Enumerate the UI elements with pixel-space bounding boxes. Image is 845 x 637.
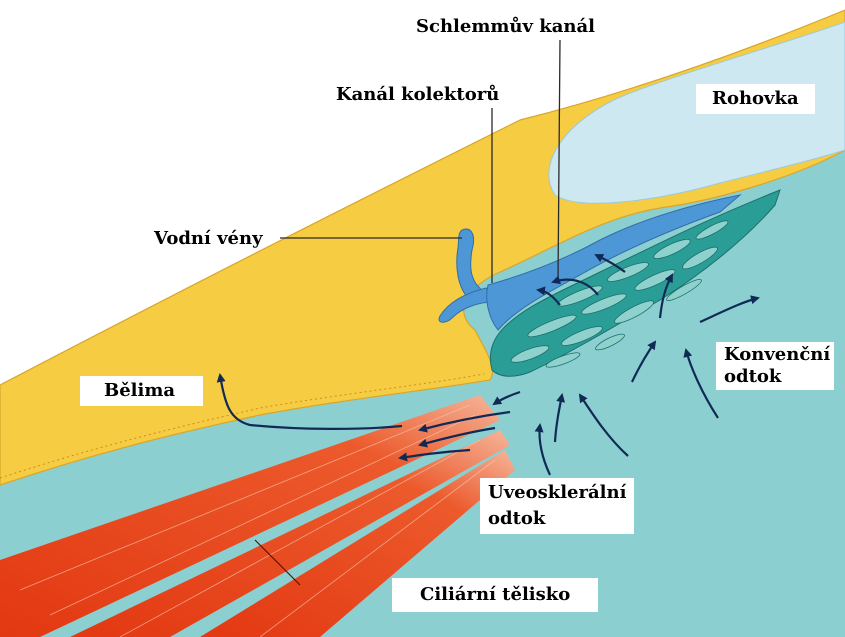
label-sclera: Bělima (80, 376, 203, 406)
label-ciliary-body: Ciliární tělisko (392, 578, 598, 612)
label-uveoscleral-line2: odtok (488, 508, 626, 530)
label-collector-channel: Kanál kolektorů (336, 84, 499, 106)
label-schlemm-canal: Schlemmův kanál (416, 16, 595, 38)
label-aqueous-veins: Vodní vény (154, 228, 263, 250)
label-conventional-line1: Konvenční (724, 344, 830, 366)
label-cornea: Rohovka (696, 84, 815, 114)
label-uveoscleral-outflow: Uveosklerální odtok (480, 478, 634, 534)
label-conventional-outflow: Konvenční odtok (716, 342, 834, 390)
label-uveoscleral-line1: Uveosklerální (488, 482, 626, 504)
label-conventional-line2: odtok (724, 366, 830, 388)
